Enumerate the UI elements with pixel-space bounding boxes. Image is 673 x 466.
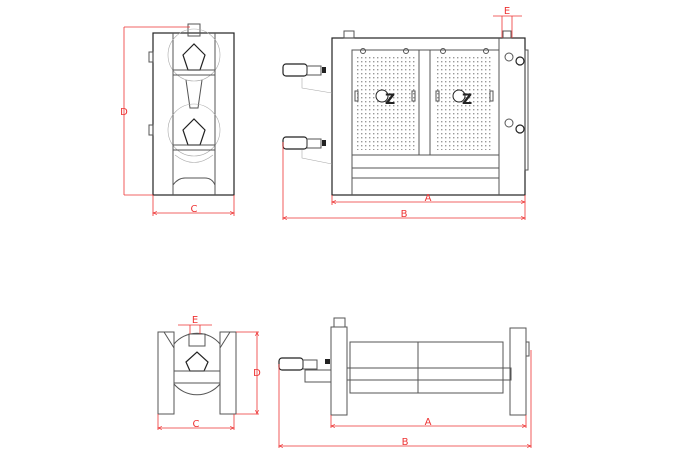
dimension-label-b: B (401, 209, 408, 220)
dimension-b-bottom: B (279, 350, 531, 448)
dimension-label-a: A (425, 193, 432, 204)
dimension-a-bottom: A (331, 415, 526, 428)
dimension-label-b-bottom: B (402, 437, 409, 448)
bottom-main-view: A B (278, 317, 531, 448)
dimension-label-c: C (191, 204, 198, 215)
dimension-b: B (283, 142, 525, 220)
dimension-label-a-bottom: A (425, 417, 432, 428)
front-main-view: Z Z E A B (282, 6, 529, 220)
dimension-label-d: D (120, 107, 128, 118)
dimension-d: D (120, 26, 190, 196)
dimension-label-d-bottom: D (253, 368, 261, 379)
motor-bottom (278, 357, 332, 383)
dimension-label-e: E (504, 6, 510, 17)
motor-upper (282, 63, 333, 94)
dimension-e: E (493, 6, 522, 38)
dimension-e-bottom: E (178, 315, 212, 334)
logo-right: Z (452, 89, 472, 108)
motor-lower (282, 136, 333, 165)
front-side-view: D C (120, 23, 234, 216)
logo-z-2: Z (462, 92, 472, 108)
dimension-label-e-bottom: E (192, 315, 198, 326)
dimension-a: A (332, 193, 525, 220)
logo-left: Z (375, 89, 395, 108)
dimension-label-c-bottom: C (193, 419, 200, 430)
dimension-c: C (153, 195, 234, 216)
logo-z: Z (385, 92, 395, 108)
bottom-side-view: E D C (158, 315, 261, 430)
dimension-c-bottom: C (158, 414, 234, 430)
dimension-d-bottom: D (236, 332, 261, 414)
